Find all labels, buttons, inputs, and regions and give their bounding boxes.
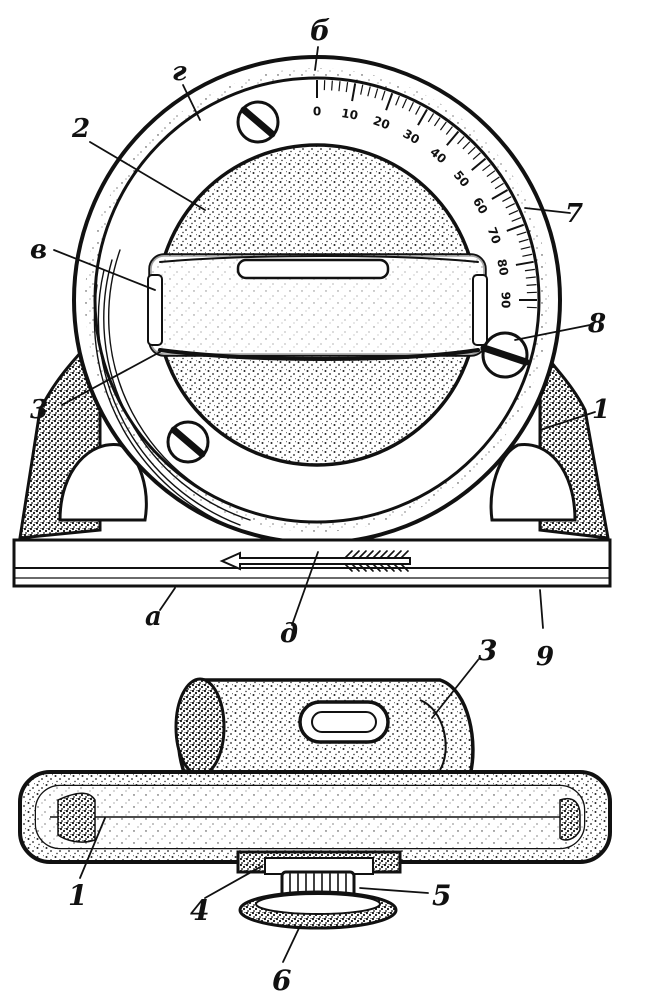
scale-tick [445, 126, 453, 135]
scale-tick [331, 80, 333, 91]
bottom-view: 3 1 4 5 6 [18, 634, 612, 997]
scale-tick [467, 146, 476, 155]
label-6: 6 [272, 964, 291, 997]
scale-tick [520, 246, 531, 250]
level-vial [147, 253, 488, 361]
screw-right [480, 331, 530, 379]
degree-scale-ticks [316, 80, 537, 309]
scale-tick [433, 117, 441, 127]
ring-shading-lines [93, 249, 261, 528]
scale-tick [415, 105, 421, 115]
scale-tick [427, 113, 435, 123]
label-a: а [145, 602, 162, 632]
scale-tick [494, 182, 504, 190]
scale-tick [491, 189, 509, 200]
scale-tick [471, 157, 487, 171]
scale-tick [508, 209, 519, 216]
scale-tick [486, 170, 496, 178]
scale-number: 80 [494, 258, 511, 277]
scale-tick [506, 223, 525, 232]
screw-top [236, 100, 280, 144]
scale-tick [417, 108, 428, 126]
screw-bottom [166, 420, 210, 464]
label-8: 8 [587, 309, 606, 339]
scale-tick [345, 82, 349, 93]
label-v: в [30, 235, 47, 265]
clamp-knob [238, 870, 398, 930]
scale-tick [367, 86, 371, 97]
scale-tick [511, 217, 522, 222]
top-leader-lines [53, 46, 596, 629]
scale-number: 20 [371, 113, 391, 132]
vial-cylinder [174, 677, 475, 777]
scale-tick [524, 268, 535, 272]
label-d: д [280, 619, 298, 649]
scale-tick [446, 130, 460, 146]
scale-tick [439, 121, 447, 131]
scale-tick [374, 88, 379, 99]
scale-tick [502, 196, 512, 202]
scale-tick [381, 90, 386, 101]
bottom-leader-lines [79, 659, 479, 963]
scale-number: 0 [313, 105, 321, 119]
scale-number: 70 [485, 225, 504, 245]
label-b: б [310, 14, 330, 47]
base-bar [18, 770, 612, 864]
scale-tick [525, 276, 536, 279]
scale-tick [401, 98, 408, 109]
scale-tick [522, 253, 533, 257]
scale-tick [462, 141, 471, 150]
label-1-bottom: 1 [68, 879, 87, 912]
scale-tick [385, 92, 394, 111]
label-2: 2 [71, 114, 90, 144]
scale-tick [395, 95, 400, 106]
scale-tick [518, 238, 529, 243]
label-7: 7 [565, 199, 583, 229]
scale-tick [472, 152, 481, 160]
direction-arrow [219, 550, 411, 572]
scale-tick [516, 231, 527, 236]
scale-number: 10 [340, 106, 359, 123]
scale-number: 90 [499, 292, 513, 309]
scale-tick [515, 260, 534, 266]
scale-tick [457, 136, 465, 145]
clamp-bracket [236, 850, 402, 875]
scale-tick [526, 284, 537, 286]
scale-tick [360, 84, 364, 95]
scale-tick [490, 176, 500, 184]
label-5: 5 [432, 879, 451, 912]
scale-tick [482, 164, 491, 172]
scale-tick [408, 102, 414, 112]
label-4: 4 [190, 894, 209, 927]
label-1-top: 1 [592, 395, 610, 425]
label-3-bottom: 3 [478, 634, 497, 667]
scale-tick [505, 203, 515, 209]
label-9: 9 [536, 642, 554, 672]
label-3-top: 3 [30, 395, 48, 425]
scale-tick [338, 81, 341, 92]
label-g: г [172, 57, 187, 87]
scale-tick [351, 83, 357, 102]
